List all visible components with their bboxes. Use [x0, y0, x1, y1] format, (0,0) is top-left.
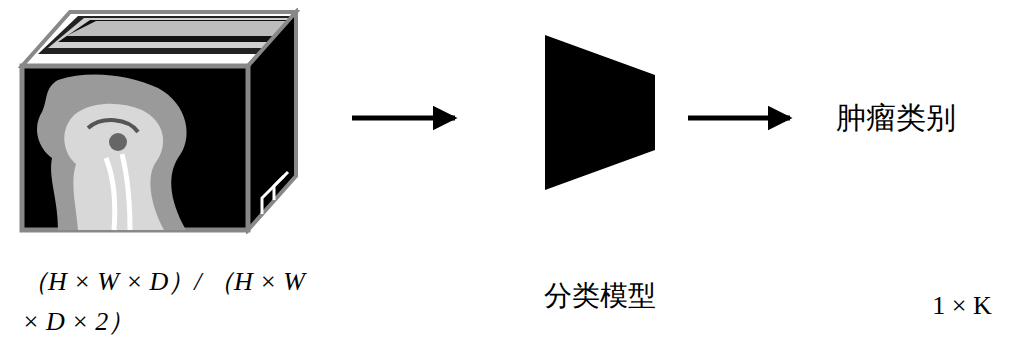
flow-arrow — [352, 116, 455, 121]
input-volume: （H × W × D）/ （H × W × D × 2） — [18, 8, 300, 234]
model-label: 分类模型 — [510, 278, 690, 314]
input-dimensions: （H × W × D）/ （H × W × D × 2） — [22, 262, 312, 342]
classification-model: 分类模型 — [545, 35, 655, 190]
flow-arrow — [688, 116, 790, 121]
output-category: 肿瘤类别1 × K — [836, 98, 1016, 138]
output-label: 肿瘤类别 — [836, 98, 1016, 138]
model-trapezoid — [545, 35, 655, 190]
mri-volume — [18, 8, 300, 234]
output-dimension: 1 × K — [910, 290, 1014, 322]
